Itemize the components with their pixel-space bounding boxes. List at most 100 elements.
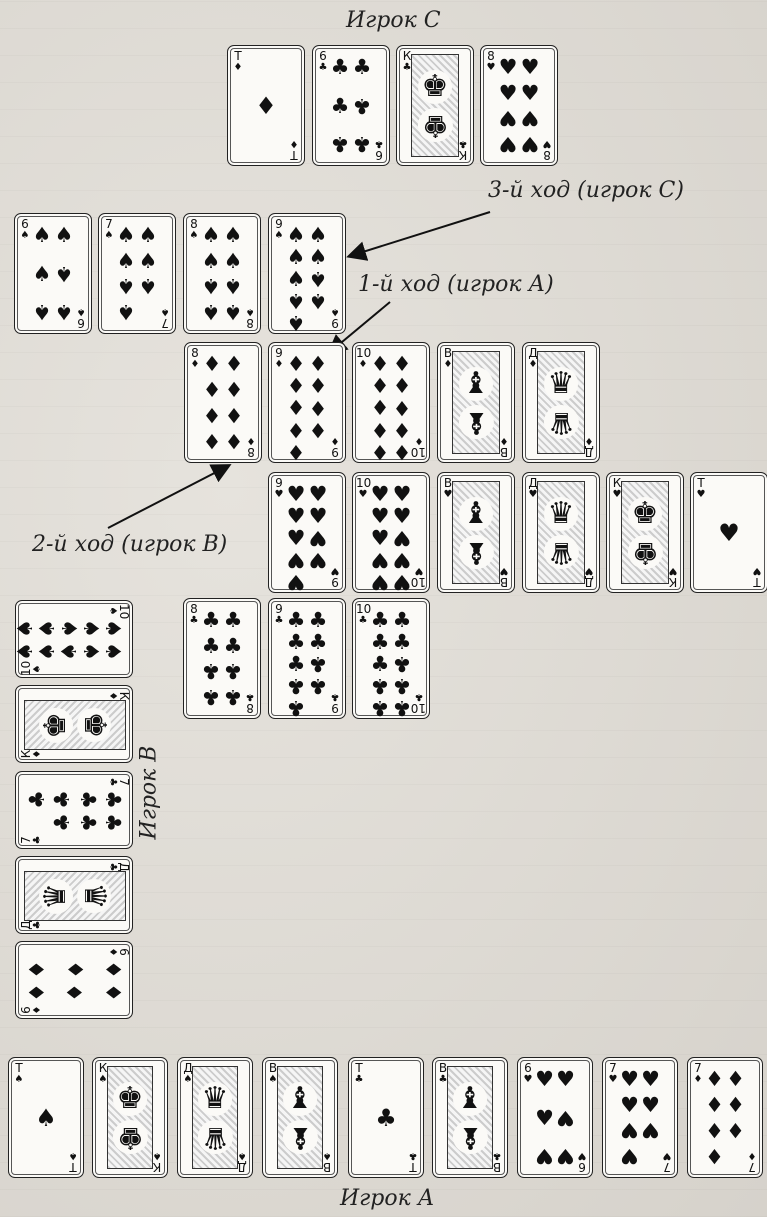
card-corner-index: 8♠ [187, 218, 201, 242]
suit-pip-icon: ♠ [115, 301, 137, 323]
playing-card[interactable]: 7♦7♦♦♦♦♦♦♦♦ [687, 1057, 763, 1178]
playing-card[interactable]: К♥К♥♚♚ [606, 472, 684, 593]
suit-pip-icon: ♦ [102, 981, 124, 1004]
playing-card[interactable]: 6♠6♠♠♠♠♠♠♠ [14, 213, 92, 334]
card-rank: 9 [331, 575, 339, 589]
playing-card[interactable]: 7♣7♣♣♣♣♣♣♣♣ [15, 771, 133, 849]
suit-pip-icon: ♦ [391, 353, 413, 375]
card-corner-index-inverted: 8♥ [540, 137, 554, 161]
face-card-figure-icon: ♛♛ [537, 481, 585, 584]
card-suit-icon: ♣ [187, 615, 201, 627]
suit-pip-icon: ♥ [285, 505, 307, 527]
playing-card[interactable]: К♣К♣♚♚ [396, 45, 474, 166]
suit-pip-icon: ♠ [285, 224, 307, 246]
card-rank: 10 [411, 575, 426, 589]
suit-pip-icon: ♥ [369, 549, 391, 571]
card-pips: ♥♥♥♥♥♥♥ [619, 1068, 661, 1167]
suit-pip-icon: ♥ [391, 571, 413, 593]
playing-card[interactable]: В♥В♥♝♝ [437, 472, 515, 593]
card-suit-icon: ♥ [272, 489, 286, 501]
suit-pip-icon: ♣ [200, 609, 222, 631]
suit-pip-icon: ♦ [369, 353, 391, 375]
card-rank: К [613, 476, 622, 490]
card-suit-icon: ♦ [244, 434, 258, 446]
playing-card[interactable]: К♦К♦♚♚ [15, 685, 133, 763]
card-rank: В [500, 445, 508, 459]
playing-card[interactable]: Т♠Т♠♠ [8, 1057, 84, 1178]
playing-card[interactable]: 6♦6♦♦♦♦♦♦♦ [15, 941, 133, 1019]
card-corner-index: 7♣ [106, 775, 130, 789]
playing-card[interactable]: К♠К♠♚♚ [92, 1057, 168, 1178]
playing-card[interactable]: 9♥9♥♥♥♥♥♥♥♥♥♥ [268, 472, 346, 593]
card-rank: 6 [21, 217, 29, 231]
card-rank: 7 [663, 1160, 671, 1174]
card-corner-index: 9♠ [272, 218, 286, 242]
card-corner-index-inverted: 6♦ [20, 1003, 44, 1017]
playing-card[interactable]: 8♥8♥♥♥♥♥♥♥♥♥ [480, 45, 558, 166]
playing-card[interactable]: 9♠9♠♠♠♠♠♠♠♠♠♠ [268, 213, 346, 334]
suit-pip-icon: ♣ [77, 788, 99, 811]
suit-pip-icon: ♠ [15, 640, 36, 663]
playing-card[interactable]: 8♦8♦♦♦♦♦♦♦♦♦ [184, 342, 262, 463]
playing-card[interactable]: 6♥6♥♥♥♥♥♥♥ [517, 1057, 593, 1178]
playing-card[interactable]: Д♣Д♣♛♛ [15, 856, 133, 934]
suit-pip-icon: ♦ [64, 958, 86, 981]
card-suit-icon: ♣ [328, 690, 342, 702]
playing-card[interactable]: Д♥Д♥♛♛ [522, 472, 600, 593]
suit-pip-icon: ♥ [519, 133, 541, 155]
suit-pip-icon: ♠ [307, 246, 329, 268]
card-rank: 10 [411, 445, 426, 459]
playing-card[interactable]: В♦В♦♝♝ [437, 342, 515, 463]
suit-pip-icon: ♥ [307, 483, 329, 505]
suit-pip-icon: ♦ [223, 430, 245, 452]
suit-pip-icon: ♠ [15, 617, 36, 640]
card-suit-icon: ♣ [356, 615, 370, 627]
playing-card[interactable]: Д♦Д♦♛♛ [522, 342, 600, 463]
card-suit-icon: ♥ [484, 62, 498, 74]
playing-card[interactable]: 10♦10♦♦♦♦♦♦♦♦♦♦♦ [352, 342, 430, 463]
suit-pip-icon: ♥ [619, 1145, 640, 1167]
card-corner-index: 10♣ [356, 603, 370, 627]
playing-card[interactable]: 7♥7♥♥♥♥♥♥♥♥ [602, 1057, 678, 1178]
card-corner-index-inverted: 6♠ [74, 305, 88, 329]
playing-card[interactable]: 10♣10♣♣♣♣♣♣♣♣♣♣♣ [352, 598, 430, 719]
playing-card[interactable]: Д♠Д♠♛♛ [177, 1057, 253, 1178]
face-card-figure-icon: ♚♚ [411, 54, 459, 157]
card-corner-index: 10♠ [106, 604, 130, 618]
suit-pip-icon: ♠ [53, 301, 75, 323]
playing-card[interactable]: Т♥Т♥♥ [690, 472, 767, 593]
playing-card[interactable]: 8♣8♣♣♣♣♣♣♣♣♣ [183, 598, 261, 719]
suit-pip-icon: ♣ [369, 631, 391, 653]
playing-card[interactable]: 6♣6♣♣♣♣♣♣♣ [312, 45, 390, 166]
suit-pip-icon: ♥ [391, 549, 413, 571]
face-card-figure-icon: ♝♝ [277, 1066, 323, 1169]
playing-card[interactable]: Т♦Т♦♦ [227, 45, 305, 166]
card-pips: ♠♠♠♠♠♠♠♠ [200, 224, 244, 323]
playing-card[interactable]: 9♣9♣♣♣♣♣♣♣♣♣♣ [268, 598, 346, 719]
playing-card[interactable]: 10♠10♠♠♠♠♠♠♠♠♠♠♠ [15, 600, 133, 678]
card-rank: Д [237, 1160, 246, 1174]
card-rank: В [493, 1160, 501, 1174]
playing-card[interactable]: 8♠8♠♠♠♠♠♠♠♠♠ [183, 213, 261, 334]
suit-pip-icon: ♠ [200, 275, 222, 297]
playing-card[interactable]: 9♦9♦♦♦♦♦♦♦♦♦♦ [268, 342, 346, 463]
card-rank: 9 [275, 217, 283, 231]
playing-card[interactable]: Т♣Т♣♣ [348, 1057, 424, 1178]
playing-card[interactable]: В♣В♣♝♝ [432, 1057, 508, 1178]
playing-card[interactable]: 7♠7♠♠♠♠♠♠♠♠ [98, 213, 176, 334]
suit-pip-icon: ♣ [351, 56, 373, 78]
card-suit-icon: ♣ [372, 137, 386, 149]
move-3-arrow [350, 212, 490, 256]
card-suit-icon: ♣ [32, 833, 44, 847]
card-rank: 6 [319, 49, 327, 63]
suit-pip-icon: ♦ [201, 379, 223, 401]
suit-pip-icon: ♠ [80, 617, 102, 640]
playing-card[interactable]: 10♥10♥♥♥♥♥♥♥♥♥♥♥ [352, 472, 430, 593]
card-suit-icon: ♦ [328, 434, 342, 446]
card-rank: 7 [609, 1061, 617, 1075]
card-rank: Д [584, 575, 593, 589]
suit-pip-icon: ♠ [200, 301, 222, 323]
playing-card[interactable]: В♠В♠♝♝ [262, 1057, 338, 1178]
suit-pip-icon: ♣ [329, 95, 351, 117]
ace-center-pip-icon: ♦ [228, 46, 304, 165]
